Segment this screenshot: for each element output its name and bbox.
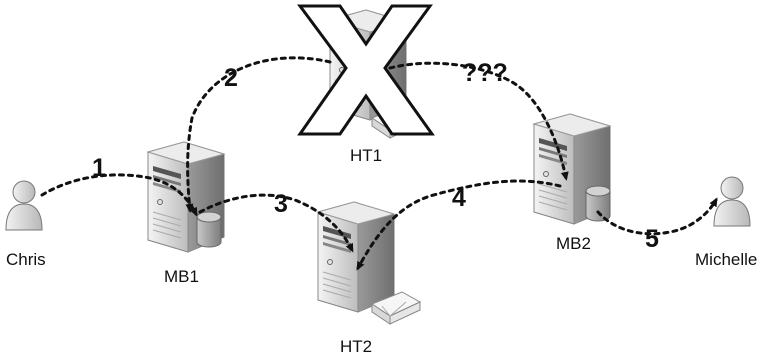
step-label-1: 1 [92, 154, 106, 182]
path-step-2 [185, 56, 332, 213]
path-step-1 [40, 173, 198, 217]
step-label-5: 5 [645, 225, 659, 253]
node-label-michelle: Michelle [695, 250, 757, 269]
step-label-2: 2 [224, 64, 238, 92]
user-icon [5, 180, 43, 231]
node-label-ht2: HT2 [340, 337, 372, 356]
path-step-3 [198, 193, 354, 253]
path-step-4 [356, 179, 562, 271]
database-icon [585, 185, 611, 222]
user-chris: Chris [5, 180, 46, 269]
path-step-unknown [388, 61, 569, 181]
hub-transport-server-icon [317, 201, 395, 313]
step-label-unknown: ??? [462, 59, 508, 87]
step-label-3: 3 [274, 190, 288, 218]
database-icon [196, 211, 222, 248]
server-ht1: HT1 [297, 4, 435, 165]
failure-x-icon [297, 4, 435, 136]
user-icon [713, 176, 751, 227]
user-michelle: Michelle [695, 176, 757, 269]
step-label-4: 4 [452, 184, 466, 212]
server-ht2: HT2 [317, 201, 421, 356]
node-label-mb1: MB1 [164, 267, 199, 286]
server-mb2: MB2 [533, 113, 611, 253]
node-label-chris: Chris [6, 250, 46, 269]
server-mb1: MB1 [147, 141, 225, 286]
node-label-mb2: MB2 [556, 234, 591, 253]
node-label-ht1: HT1 [350, 146, 382, 165]
path-step-5 [596, 197, 718, 236]
